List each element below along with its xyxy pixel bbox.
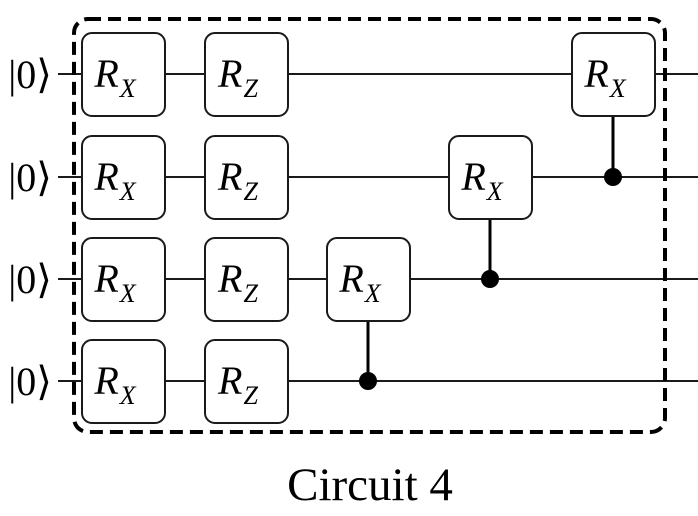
gate-box-rect	[204, 339, 289, 424]
qubit-state-label-3: |0⟩	[8, 359, 52, 404]
gate-g-q3-rx-1[interactable]: RX	[81, 339, 166, 424]
gate-box-rect	[448, 135, 533, 220]
gate-g-q3-rz-1[interactable]: RZ	[204, 339, 289, 424]
gate-box-rect	[81, 237, 166, 322]
gate-g-q1-rx-1[interactable]: RX	[81, 135, 166, 220]
gate-box-rect	[81, 32, 166, 117]
dashed-boundary	[72, 17, 667, 434]
gate-subscript: X	[119, 74, 137, 103]
gate-label-g-q1-rz-1: RZ	[217, 154, 258, 206]
gate-g-q2-crx[interactable]: RX	[326, 237, 411, 322]
gate-subscript: X	[364, 279, 382, 308]
gate-label-g-q1-rx-1: RX	[93, 154, 136, 206]
gate-g-q0-crx[interactable]: RX	[571, 32, 656, 117]
gate-label-g-q3-rx-1: RX	[93, 358, 136, 410]
figure-caption: Circuit 4	[287, 459, 453, 511]
gate-box-rect	[204, 135, 289, 220]
qubit-wires	[58, 73, 698, 382]
gate-subscript: X	[119, 381, 137, 410]
qubit-state-labels: |0⟩ |0⟩ |0⟩ |0⟩	[8, 52, 52, 404]
gate-box-rect	[81, 339, 166, 424]
control-dot-c-q1[interactable]	[604, 168, 622, 186]
gate-box-rect	[204, 32, 289, 117]
gate-g-q0-rz-1[interactable]: RZ	[204, 32, 289, 117]
qubit-state-label-0: |0⟩	[8, 52, 52, 97]
control-dots	[359, 168, 622, 390]
gate-box-rect	[571, 32, 656, 117]
gate-subscript: Z	[243, 279, 258, 308]
gate-g-q2-rx-1[interactable]: RX	[81, 237, 166, 322]
gate-boxes: RX RZ RX RZ RX RZ RX RZ RX RX RX	[81, 32, 656, 424]
qubit-state-label-1: |0⟩	[8, 155, 52, 200]
gate-g-q1-crx[interactable]: RX	[448, 135, 533, 220]
gate-subscript: X	[609, 74, 627, 103]
qubit-state-label-2: |0⟩	[8, 257, 52, 302]
dashed-boundary-group	[72, 17, 667, 434]
gate-box-rect	[204, 237, 289, 322]
control-dot-c-q3[interactable]	[359, 372, 377, 390]
gate-subscript: Z	[243, 177, 258, 206]
gate-g-q0-rx-1[interactable]: RX	[81, 32, 166, 117]
gate-g-q1-rz-1[interactable]: RZ	[204, 135, 289, 220]
gate-box-rect	[81, 135, 166, 220]
gate-g-q2-rz-1[interactable]: RZ	[204, 237, 289, 322]
gate-box-rect	[326, 237, 411, 322]
gate-subscript: X	[119, 177, 137, 206]
gate-label-g-q0-crx: RX	[583, 51, 626, 103]
gate-subscript: Z	[243, 381, 258, 410]
gate-subscript: X	[119, 279, 137, 308]
gate-subscript: Z	[243, 74, 258, 103]
control-link-lines	[366, 116, 615, 381]
gate-subscript: X	[486, 177, 504, 206]
control-dot-c-q2[interactable]	[481, 270, 499, 288]
